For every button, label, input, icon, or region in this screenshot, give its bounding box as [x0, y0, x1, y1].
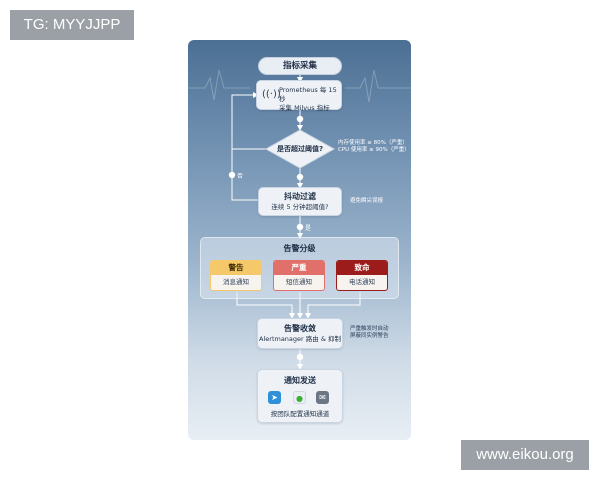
wechat-icon: ● [293, 391, 306, 404]
threshold-question: 是否超过阈值? [276, 145, 324, 153]
debounce-title: 抖动过滤 [284, 192, 316, 201]
send-icon: ➤ [268, 391, 281, 404]
level-warning-channel: 消息通知 [223, 278, 249, 286]
notify-subtitle: 按团队配置通知通道 [270, 410, 330, 418]
yes-label: 是 [305, 225, 312, 232]
watermark-right: www.eikou.org [461, 440, 589, 470]
mail-icon: ✉ [316, 391, 329, 404]
level-critical-channel: 电话通知 [349, 278, 375, 286]
converge-box: 告警收敛 Alertmanager 路由 & 抑制 [257, 318, 343, 349]
prometheus-box: ((·)) Prometheus 每 15 秒 采集 Milvus 指标 [256, 80, 342, 112]
level-severe: 严重 短信通知 [273, 260, 325, 291]
no-label: 否 [237, 173, 244, 180]
prometheus-line2: 采集 Milvus 指标 [279, 104, 330, 112]
prometheus-line1: Prometheus 每 15 秒 [279, 86, 337, 103]
level-critical-name: 致命 [337, 261, 387, 275]
debounce-note: 避免瞬尖误报 [350, 198, 384, 204]
debounce-box: 抖动过滤 连续 5 分钟超阈值? [258, 187, 342, 216]
threshold-note-memory: 内存使用率 ≥ 80%（严重） [338, 140, 408, 146]
heartbeat-left-decoration [188, 69, 250, 101]
converge-subtitle: Alertmanager 路由 & 抑制 [259, 335, 341, 343]
threshold-note: 内存使用率 ≥ 80%（严重） CPU 使用率 ≥ 90%（严重） [338, 140, 410, 154]
converge-note-line2: 屏蔽同实例警告 [350, 333, 389, 339]
converge-note-line1: 严重触发时自动 [350, 326, 389, 332]
threshold-diamond [264, 129, 336, 169]
level-critical: 致命 电话通知 [336, 260, 388, 291]
watermark-left: TG: MYYJJPP [10, 10, 134, 40]
notify-title: 通知发送 [284, 376, 316, 385]
grading-title: 告警分级 [283, 244, 316, 253]
level-warning: 警告 消息通知 [210, 260, 262, 291]
level-severe-channel: 短信通知 [286, 278, 312, 286]
converge-title: 告警收敛 [284, 324, 316, 333]
collect-label: 指标采集 [258, 57, 342, 75]
threshold-note-cpu: CPU 使用率 ≥ 90%（严重） [338, 147, 410, 153]
converge-note: 严重触发时自动 屏蔽同实例警告 [350, 326, 410, 340]
level-warning-name: 警告 [211, 261, 261, 275]
heartbeat-right-decoration [345, 69, 411, 103]
level-severe-name: 严重 [274, 261, 324, 275]
debounce-subtitle: 连续 5 分钟超阈值? [271, 203, 329, 211]
wireless-icon: ((·)) [262, 89, 281, 100]
